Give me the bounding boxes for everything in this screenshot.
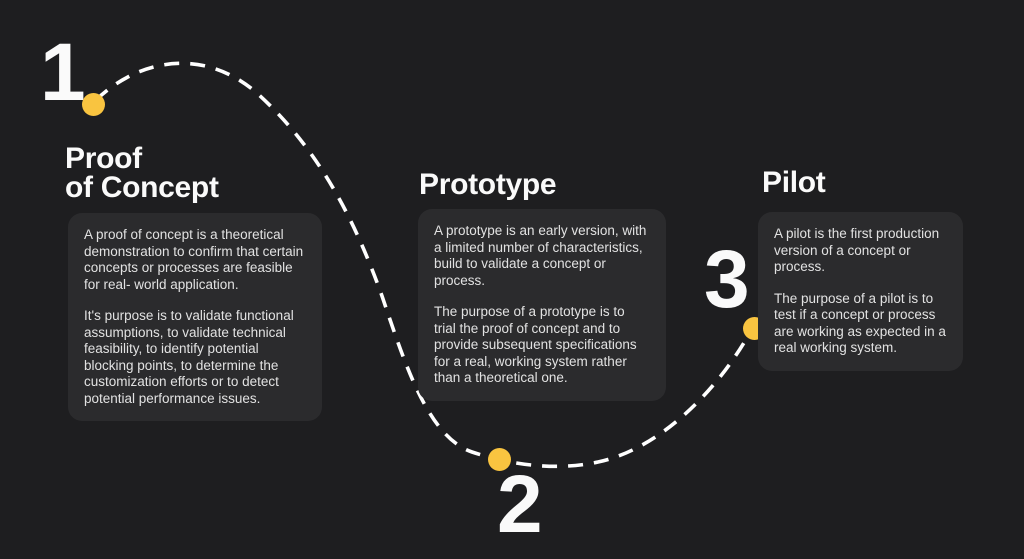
card-paragraph: The purpose of a pilot is to test if a c… bbox=[774, 290, 946, 356]
stage-title-proof-of-concept: Proof of Concept bbox=[65, 142, 219, 204]
stage-title-pilot: Pilot bbox=[762, 166, 826, 199]
stage-title-prototype: Prototype bbox=[419, 168, 557, 201]
stage-number-2: 2 bbox=[497, 459, 543, 550]
card-paragraph: A proof of concept is a theoretical demo… bbox=[84, 227, 304, 292]
stage-number-1: 1 bbox=[40, 27, 86, 118]
card-paragraph: It's purpose is to validate functional a… bbox=[84, 308, 294, 406]
stage-card-pilot: A pilot is the first production version … bbox=[758, 212, 963, 371]
card-paragraph: The purpose of a prototype is to trial t… bbox=[434, 304, 637, 385]
stage-card-proof-of-concept: A proof of concept is a theoretical demo… bbox=[68, 213, 322, 421]
stage-title-line: of Concept bbox=[65, 171, 219, 204]
stage-number-3: 3 bbox=[704, 234, 750, 325]
card-paragraph: A prototype is an early version, with a … bbox=[434, 223, 647, 288]
card-paragraph: A pilot is the first production version … bbox=[774, 226, 940, 274]
stage-title-line: Proof bbox=[65, 142, 142, 175]
stage-title-line: Pilot bbox=[762, 166, 826, 199]
stage-title-line: Prototype bbox=[419, 168, 557, 201]
milestone-dot-2 bbox=[488, 448, 511, 471]
stage-card-prototype: A prototype is an early version, with a … bbox=[418, 209, 666, 401]
milestone-dot-1 bbox=[82, 93, 105, 116]
